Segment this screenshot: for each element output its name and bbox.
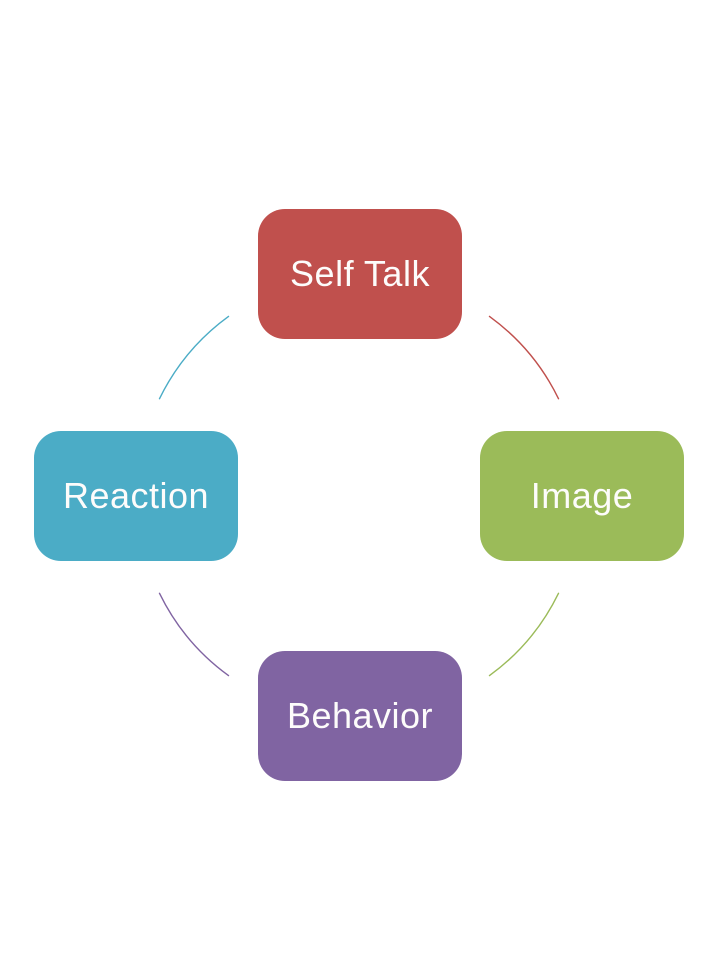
node-self-talk: Self Talk [258, 209, 462, 339]
connector-selftalk-to-image [488, 315, 560, 400]
node-reaction: Reaction [34, 431, 238, 561]
node-behavior-label: Behavior [286, 695, 434, 736]
connector-image-to-behavior [488, 592, 560, 677]
connector-behavior-to-reaction [158, 592, 230, 677]
node-reaction-label: Reaction [62, 475, 210, 516]
node-image: Image [480, 431, 684, 561]
connector-reaction-to-selftalk [158, 315, 230, 400]
node-behavior: Behavior [258, 651, 462, 781]
node-image-label: Image [530, 475, 634, 516]
node-self-talk-label: Self Talk [290, 253, 430, 294]
